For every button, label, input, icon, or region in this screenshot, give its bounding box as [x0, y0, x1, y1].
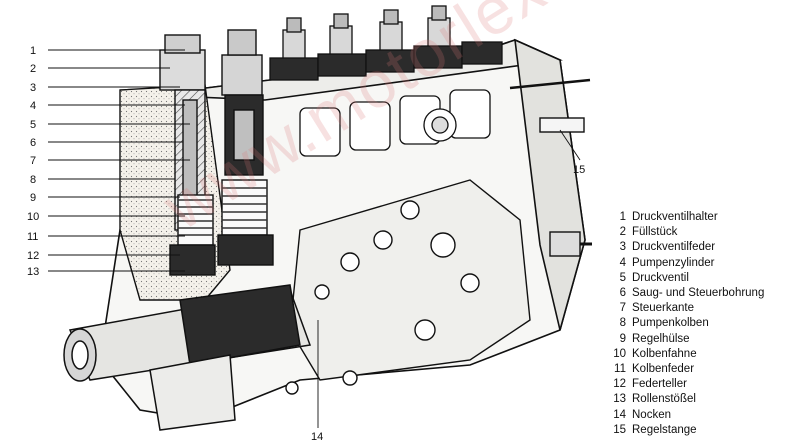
legend-item: 2 Füllstück	[606, 225, 796, 240]
legend-item: 14 Nocken	[606, 408, 796, 423]
legend-item: 15 Regelstange	[606, 423, 796, 438]
legend-label: Pumpenzylinder	[632, 256, 715, 269]
legend-item: 10 Kolbenfahne	[606, 347, 796, 362]
legend-item: 9 Regelhülse	[606, 332, 796, 347]
second-element-section	[217, 29, 274, 266]
legend-label: Steuerkante	[632, 302, 695, 315]
legend-label: Kolbenfeder	[632, 363, 695, 376]
delivery-valve-holders	[269, 5, 503, 81]
legend-label: Druckventilfeder	[632, 241, 716, 254]
callout-4: 4	[30, 100, 36, 112]
legend-label: Nocken	[632, 408, 671, 421]
callout-2: 2	[30, 63, 36, 75]
callout-5: 5	[30, 119, 36, 131]
callout-1: 1	[30, 45, 36, 57]
legend-item: 12 Federteller	[606, 377, 796, 392]
legend-label: Druckventilhalter	[632, 211, 718, 223]
callout-9: 9	[30, 192, 36, 204]
legend-label: Saug- und Steuerbohrung	[632, 287, 765, 300]
callout-12: 12	[27, 250, 39, 262]
pump-element-section	[159, 34, 216, 276]
callout-10: 10	[27, 211, 39, 223]
legend-number: 9	[619, 332, 626, 345]
camshaft	[63, 284, 312, 431]
legend-number: 6	[619, 287, 626, 300]
callout-numbers: 1 2 3 4 5 6 7 8 9 10 11 12 13 14 15	[27, 45, 585, 443]
legend-number: 11	[614, 363, 626, 376]
legend-number: 12	[613, 378, 626, 391]
legend-label: Druckventil	[632, 271, 689, 284]
legend-number: 1	[619, 211, 626, 223]
legend-item: 7 Steuerkante	[606, 301, 796, 316]
legend-number: 13	[613, 393, 626, 406]
legend-label: Regelstange	[632, 423, 697, 436]
legend-label: Federteller	[632, 378, 687, 391]
callout-3: 3	[30, 82, 36, 94]
legend-label: Regelhülse	[632, 332, 690, 345]
legend-number: 15	[613, 423, 626, 436]
callout-6: 6	[30, 137, 36, 149]
callout-15: 15	[573, 164, 585, 176]
callout-leaders	[48, 49, 581, 428]
control-rod	[509, 78, 592, 257]
legend-item: 3 Druckventilfeder	[606, 240, 796, 255]
legend-number: 7	[619, 302, 626, 315]
legend-label: Kolbenfahne	[632, 347, 697, 360]
legend-number: 10	[613, 347, 626, 360]
callout-8: 8	[30, 174, 36, 186]
legend-number: 4	[619, 256, 626, 269]
legend-number: 8	[619, 317, 626, 330]
legend-item: 4 Pumpenzylinder	[606, 256, 796, 271]
legend-number: 2	[619, 226, 626, 239]
legend-item: 5 Druckventil	[606, 271, 796, 286]
callout-14: 14	[311, 431, 323, 443]
legend-item: 8 Pumpenkolben	[606, 316, 796, 331]
callout-13: 13	[27, 266, 39, 278]
legend-label: Rollenstößel	[632, 393, 696, 406]
legend-label: Pumpenkolben	[632, 317, 709, 330]
callout-11: 11	[27, 231, 38, 243]
legend-number: 5	[619, 271, 626, 284]
legend-item: 1 Druckventilhalter	[606, 210, 796, 225]
legend-item: 6 Saug- und Steuerbohrung	[606, 286, 796, 301]
front-flange	[285, 179, 531, 395]
legend-number: 3	[619, 241, 626, 254]
legend-item: 13 Rollenstößel	[606, 392, 796, 407]
housing-windows	[299, 89, 491, 157]
legend-number: 14	[613, 408, 626, 421]
legend-label: Füllstück	[632, 226, 678, 239]
callout-7: 7	[30, 155, 36, 167]
legend-item: 11 Kolbenfeder	[606, 362, 796, 377]
